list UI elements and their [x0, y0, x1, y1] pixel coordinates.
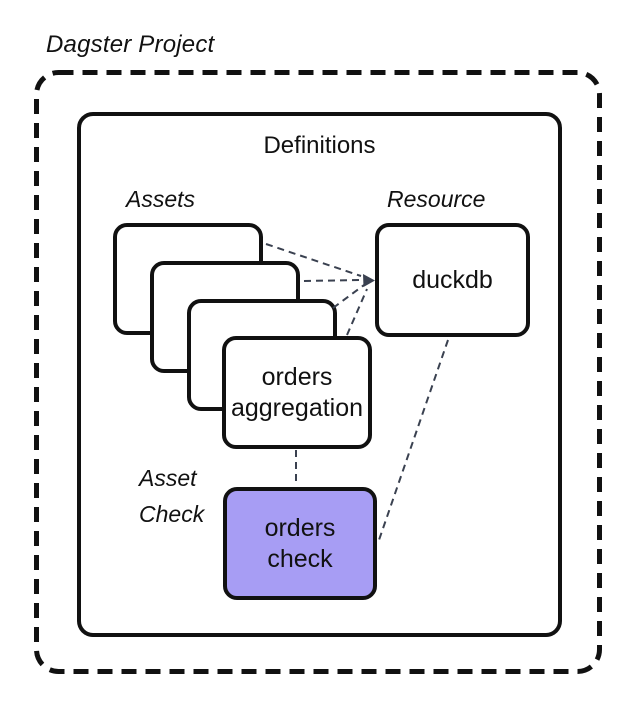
orders-check-label-line-2: check [267, 544, 333, 573]
orders-aggregation-label-line-1: orders [261, 362, 333, 391]
definitions-box: Definitions Assets Resource orders aggre… [77, 112, 562, 637]
duckdb-label: duckdb [412, 265, 493, 294]
orders-check-label-line-1: orders [264, 513, 336, 542]
orders-aggregation-asset-card: orders aggregation [222, 336, 372, 449]
orders-check-node: orders check [223, 487, 377, 600]
asset-check-group-label: Asset Check [139, 460, 204, 532]
assets-group-label: Assets [126, 186, 196, 212]
asset-check-label-line-1: Asset [139, 465, 197, 491]
duckdb-resource-node: duckdb [375, 223, 530, 337]
diagram-title: Dagster Project [46, 31, 215, 58]
orders-aggregation-label-line-2: aggregation [230, 393, 364, 422]
resource-group-label: Resource [387, 186, 486, 212]
definitions-label: Definitions [263, 132, 376, 159]
asset-check-label-line-2: Check [139, 501, 205, 527]
